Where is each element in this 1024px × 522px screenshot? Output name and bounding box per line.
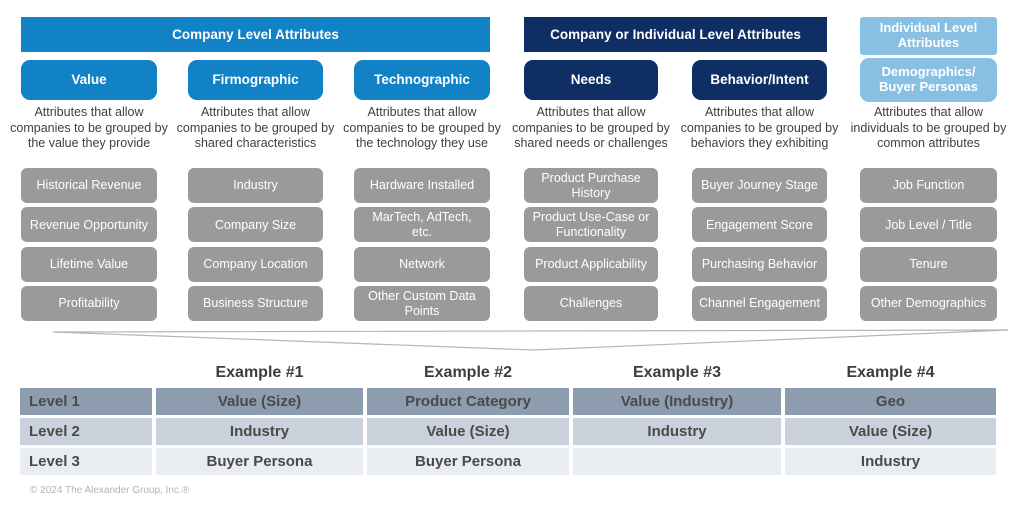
table-cell: Industry bbox=[785, 448, 996, 475]
table-row-level-3: Level 3 Buyer Persona Buyer Persona Indu… bbox=[20, 448, 996, 475]
table-header-example-3: Example #3 bbox=[632, 364, 722, 381]
column-header-firmographic: Firmographic bbox=[188, 60, 323, 100]
column-demographics-buyer-personas: Demographics/ Buyer Personas Attributes … bbox=[851, 0, 1006, 330]
attribute-box: Product Applicability bbox=[524, 246, 658, 282]
column-items-firmographic: Industry Company Size Company Location B… bbox=[188, 168, 323, 322]
column-header-needs: Needs bbox=[524, 60, 658, 100]
column-technographic: Technographic Attributes that allow comp… bbox=[343, 0, 501, 330]
table-header-example-2: Example #2 bbox=[423, 364, 513, 381]
table-cell: Value (Size) bbox=[785, 418, 996, 445]
table-row-level-1: Level 1 Value (Size) Product Category Va… bbox=[20, 388, 996, 415]
segmentation-examples-table: Example #1 Example #2 Example #3 Example… bbox=[16, 358, 1000, 478]
table-header-row: Example #1 Example #2 Example #3 Example… bbox=[20, 361, 996, 385]
column-description-value: Attributes that allow companies to be gr… bbox=[10, 105, 168, 150]
attribute-box: Company Location bbox=[188, 246, 323, 282]
table-cell: Value (Size) bbox=[367, 418, 569, 445]
table-header-example-1: Example #1 bbox=[215, 364, 304, 381]
column-firmographic: Firmographic Attributes that allow compa… bbox=[177, 0, 334, 330]
column-description-behavior-intent: Attributes that allow companies to be gr… bbox=[680, 105, 839, 150]
attribute-box: Company Size bbox=[188, 207, 323, 243]
funnel-connector-lines bbox=[52, 329, 1009, 351]
group-header-company-or-individual-level: Company or Individual Level Attributes bbox=[524, 17, 827, 52]
column-behavior-intent: Behavior/Intent Attributes that allow co… bbox=[681, 0, 838, 330]
attribute-box: Job Level / Title bbox=[860, 207, 997, 243]
attribute-box: Product Purchase History bbox=[524, 168, 658, 203]
attribute-box: Other Custom Data Points bbox=[354, 286, 490, 322]
copyright-notice: © 2024 The Alexander Group, Inc.® bbox=[30, 485, 190, 496]
attribute-box: Revenue Opportunity bbox=[21, 207, 157, 243]
table-cell: Value (Size) bbox=[156, 388, 363, 415]
attribute-box: Tenure bbox=[860, 246, 997, 282]
column-description-firmographic: Attributes that allow companies to be gr… bbox=[176, 105, 335, 150]
table-cell: Value (Industry) bbox=[573, 388, 781, 415]
attribute-box: Network bbox=[354, 246, 490, 282]
attribute-box: Product Use-Case or Functionality bbox=[524, 207, 658, 243]
row-label: Level 2 bbox=[20, 418, 152, 445]
attribute-box: Lifetime Value bbox=[21, 246, 157, 282]
attribute-box: Job Function bbox=[860, 168, 997, 203]
table-cell bbox=[573, 448, 781, 475]
column-header-value: Value bbox=[21, 60, 157, 100]
row-label: Level 1 bbox=[20, 388, 152, 415]
attribute-box: Other Demographics bbox=[860, 286, 997, 322]
attribute-box: MarTech, AdTech, etc. bbox=[354, 207, 490, 243]
attribute-box: Business Structure bbox=[188, 286, 323, 322]
column-header-demographics-buyer-personas: Demographics/ Buyer Personas bbox=[860, 58, 997, 102]
column-items-value: Historical Revenue Revenue Opportunity L… bbox=[21, 168, 157, 322]
table-cell: Product Category bbox=[367, 388, 569, 415]
column-header-behavior-intent: Behavior/Intent bbox=[692, 60, 827, 100]
table-cell: Geo bbox=[785, 388, 996, 415]
column-value: Value Attributes that allow companies to… bbox=[10, 0, 168, 330]
attribute-box: Industry bbox=[188, 168, 323, 203]
attribute-box: Historical Revenue bbox=[21, 168, 157, 203]
group-header-individual-level: Individual Level Attributes bbox=[860, 17, 997, 55]
table-cell: Industry bbox=[156, 418, 363, 445]
column-needs: Needs Attributes that allow companies to… bbox=[512, 0, 670, 330]
attribute-box: Engagement Score bbox=[692, 207, 827, 243]
column-description-needs: Attributes that allow companies to be gr… bbox=[512, 105, 670, 150]
attribute-box: Profitability bbox=[21, 286, 157, 322]
table-cell: Buyer Persona bbox=[156, 448, 363, 475]
attribute-box: Buyer Journey Stage bbox=[692, 168, 827, 203]
column-description-technographic: Attributes that allow companies to be gr… bbox=[343, 105, 501, 150]
column-items-behavior-intent: Buyer Journey Stage Engagement Score Pur… bbox=[692, 168, 827, 322]
table-cell: Buyer Persona bbox=[367, 448, 569, 475]
attribute-box: Challenges bbox=[524, 286, 658, 322]
table-row-level-2: Level 2 Industry Value (Size) Industry V… bbox=[20, 418, 996, 445]
column-header-technographic: Technographic bbox=[354, 60, 490, 100]
table-corner-cell bbox=[20, 361, 152, 385]
group-header-company-level: Company Level Attributes bbox=[21, 17, 490, 52]
attribute-box: Hardware Installed bbox=[354, 168, 490, 203]
row-label: Level 3 bbox=[20, 448, 152, 475]
column-items-needs: Product Purchase History Product Use-Cas… bbox=[524, 168, 658, 322]
attribute-box: Purchasing Behavior bbox=[692, 246, 827, 282]
column-description-demographics-buyer-personas: Attributes that allow individuals to be … bbox=[850, 105, 1007, 150]
column-items-demographics-buyer-personas: Job Function Job Level / Title Tenure Ot… bbox=[860, 168, 997, 322]
table-cell: Industry bbox=[573, 418, 781, 445]
attribute-box: Channel Engagement bbox=[692, 286, 827, 322]
column-items-technographic: Hardware Installed MarTech, AdTech, etc.… bbox=[354, 168, 490, 322]
table-header-example-4: Example #4 bbox=[846, 364, 935, 381]
